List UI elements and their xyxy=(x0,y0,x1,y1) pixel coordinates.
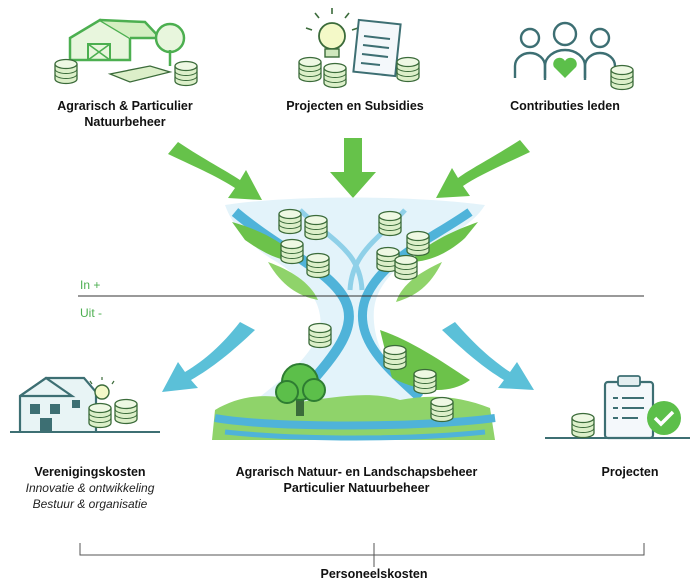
output-right-title: Projecten xyxy=(601,465,659,479)
lightbulb-document-coins-icon xyxy=(298,8,420,89)
out-label: Uit - xyxy=(80,306,102,320)
clipboard-check-coins-icon xyxy=(545,375,690,440)
outflow-arrows xyxy=(162,322,534,392)
output-left-title: Verenigingskosten xyxy=(34,465,146,479)
personnel-costs-label: Personeelskosten xyxy=(320,567,428,581)
source-label-agrarisch: Agrarisch & Particulier Natuurbeheer xyxy=(57,99,193,129)
center-label-line1: Agrarisch Natuur- en Landschapsbeheer xyxy=(235,465,478,479)
source-label-projecten: Projecten en Subsidies xyxy=(286,99,424,113)
output-left-sub2: Bestuur & organisatie xyxy=(32,497,148,511)
inflow-arrows xyxy=(168,138,530,200)
members-heart-coins-icon xyxy=(513,21,634,91)
farm-barn-coins-icon xyxy=(54,18,198,87)
output-left-block: Verenigingskosten Innovatie & ontwikkeli… xyxy=(10,464,170,512)
building-lightbulb-coins-icon xyxy=(10,376,160,433)
source-label-contributies: Contributies leden xyxy=(510,99,620,113)
output-left-sub1: Innovatie & ontwikkeling xyxy=(25,481,155,495)
center-label-block: Agrarisch Natuur- en Landschapsbeheer Pa… xyxy=(214,464,499,496)
personnel-bracket xyxy=(79,543,645,567)
in-label: In + xyxy=(80,278,101,292)
center-label-line2: Particulier Natuurbeheer xyxy=(283,481,430,495)
river-landscape-coins-icon xyxy=(212,197,496,441)
